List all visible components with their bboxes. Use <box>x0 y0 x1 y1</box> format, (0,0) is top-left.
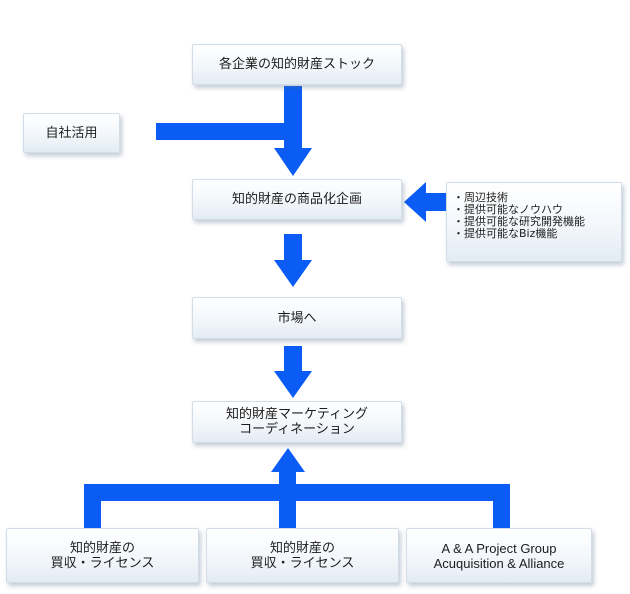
tech-list-item: ・提供可能なノウハウ <box>453 203 563 216</box>
ip-stock-box: 各企業の知的財産ストック <box>192 44 402 85</box>
self-use-label: 自社活用 <box>45 125 98 141</box>
commercialization-label: 知的財産の商品化企画 <box>231 192 362 207</box>
self-use-box: 自社活用 <box>23 113 120 153</box>
buy-license-label-line: 買収・ライセンス <box>250 555 355 571</box>
marketing-label-line: コーディネーション <box>239 422 355 437</box>
arrow-commercialization-to-market <box>274 234 312 287</box>
arrow-market-to-marketing <box>274 346 312 398</box>
tech-list-item: ・周辺技術 <box>453 191 508 204</box>
tech-list-box: ・周辺技術 ・提供可能なノウハウ ・提供可能な研究開発機能 ・提供可能なBiz機… <box>446 182 622 262</box>
commercialization-box: 知的財産の商品化企画 <box>192 179 402 220</box>
buy-license-box: 知的財産の 買収・ライセンス <box>6 528 199 583</box>
buy-license-box: 知的財産の 買収・ライセンス <box>206 528 399 583</box>
marketing-box: 知的財産マーケティング コーディネーション <box>192 401 402 443</box>
arrow-bracket-to-marketing <box>84 448 510 528</box>
buy-license-label-line: 買収・ライセンス <box>50 555 155 571</box>
buy-license-label-line: 知的財産の <box>69 540 135 556</box>
tech-list-item: ・提供可能なBiz機能 <box>453 227 558 240</box>
buy-license-label-line: 知的財産の <box>269 540 335 556</box>
aa-project-label-line: Acuquisition & Alliance <box>433 555 565 571</box>
marketing-label-line: 知的財産マーケティング <box>226 407 368 422</box>
market-label: 市場へ <box>277 310 317 326</box>
tech-list-item: ・提供可能な研究開発機能 <box>453 215 585 228</box>
arrow-self-use-feed <box>156 123 302 140</box>
aa-project-box: A & A Project Group Acuquisition & Allia… <box>406 528 592 583</box>
ip-stock-label: 各企業の知的財産ストック <box>218 57 375 72</box>
arrow-tech-to-commercialization <box>404 182 446 222</box>
market-box: 市場へ <box>192 297 402 339</box>
aa-project-label-line: A & A Project Group <box>441 540 557 556</box>
